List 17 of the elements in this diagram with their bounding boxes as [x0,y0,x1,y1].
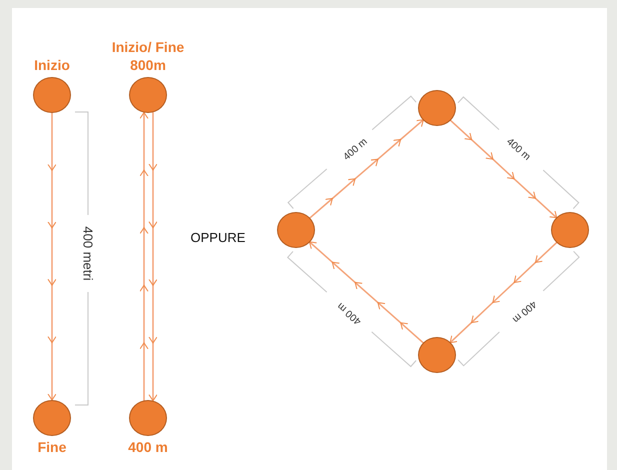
arrow [148,112,157,401]
dimension-label: 400 m [504,137,532,163]
dimension-label: 400 m [336,300,364,326]
arrow [309,241,424,344]
dimension-label: 400 m [510,298,538,324]
dimension-label: 400 metri [82,226,95,280]
arrow [48,113,56,400]
arrow [309,119,424,219]
dimension-label: 400 m [342,137,370,163]
node-label: Inizio [33,56,71,74]
node-label: Inizio/ Fine 800m [110,39,186,74]
node-label: 400 m [127,439,169,456]
separator-text: OPPURE [190,230,246,244]
arrow [140,112,148,400]
arrow [450,242,558,344]
arrow [450,120,558,218]
node-label: Fine [36,439,68,456]
